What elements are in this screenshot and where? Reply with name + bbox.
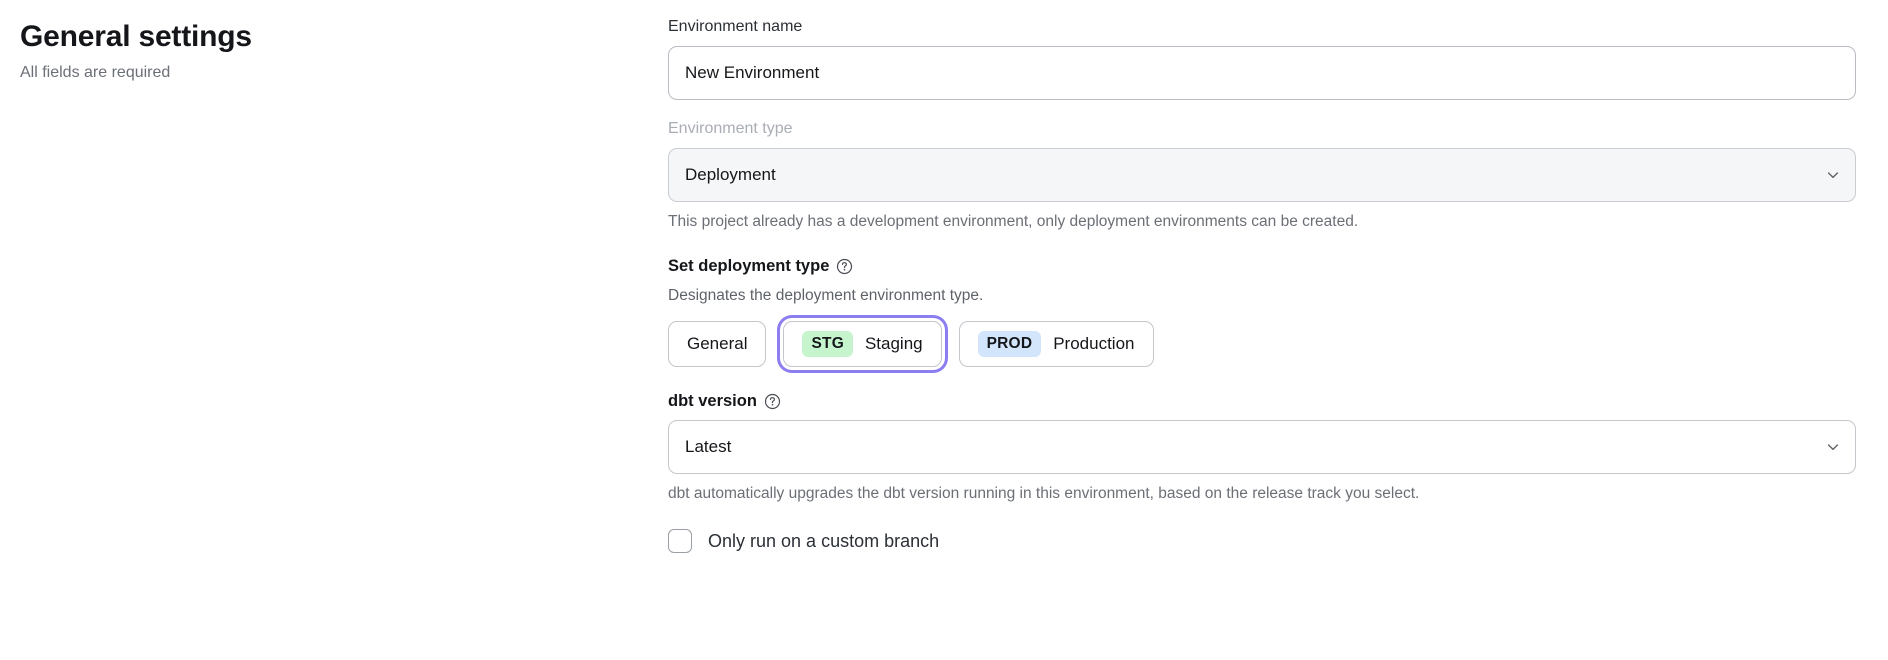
question-circle-icon[interactable] bbox=[836, 258, 853, 275]
question-circle-icon[interactable] bbox=[764, 393, 781, 410]
environment-type-helper: This project already has a development e… bbox=[668, 213, 1359, 230]
environment-type-field: Environment type Deployment This project… bbox=[668, 118, 1856, 233]
deployment-type-label: Set deployment type bbox=[668, 257, 830, 275]
dbt-version-label: dbt version bbox=[668, 392, 757, 410]
deployment-type-option-production-wrapper: PROD Production bbox=[958, 321, 1154, 367]
dbt-version-field: dbt version Latest dbt automatica bbox=[668, 390, 1856, 505]
custom-branch-row: Only run on a custom branch bbox=[668, 529, 1856, 553]
deployment-type-option-general[interactable]: General bbox=[668, 321, 767, 367]
deployment-type-option-production-label: Production bbox=[1053, 334, 1135, 353]
dbt-version-select-wrapper: Latest bbox=[668, 420, 1856, 474]
settings-header: General settings All fields are required bbox=[20, 18, 580, 84]
dbt-version-helper: dbt automatically upgrades the dbt versi… bbox=[668, 485, 1420, 502]
production-badge: PROD bbox=[977, 331, 1042, 357]
custom-branch-checkbox[interactable] bbox=[668, 529, 692, 553]
environment-name-input[interactable]: New Environment bbox=[668, 46, 1856, 100]
environment-name-label: Environment name bbox=[668, 18, 803, 35]
custom-branch-label: Only run on a custom branch bbox=[708, 531, 940, 551]
deployment-type-label-row: Set deployment type bbox=[668, 255, 1856, 277]
environment-name-field: Environment name New Environment bbox=[668, 16, 1856, 100]
dbt-version-label-row: dbt version bbox=[668, 390, 1856, 412]
environment-type-select-wrapper: Deployment bbox=[668, 148, 1856, 202]
dbt-version-select[interactable]: Latest bbox=[668, 420, 1856, 474]
deployment-type-field: Set deployment type Designates the deplo… bbox=[668, 255, 1856, 370]
deployment-type-option-staging[interactable]: STG Staging bbox=[783, 321, 942, 367]
deployment-type-option-staging-label: Staging bbox=[864, 334, 923, 353]
deployment-type-option-production[interactable]: PROD Production bbox=[958, 321, 1154, 367]
deployment-type-option-general-label: General bbox=[687, 334, 748, 353]
deployment-type-button-group: General STG Staging PROD Production bbox=[668, 318, 1856, 370]
page-title: General settings bbox=[20, 20, 252, 53]
deployment-type-option-general-wrapper: General bbox=[668, 321, 767, 367]
environment-type-label: Environment type bbox=[668, 120, 793, 137]
staging-badge: STG bbox=[802, 331, 853, 357]
deployment-type-option-staging-wrapper: STG Staging bbox=[780, 318, 944, 370]
deployment-type-description: Designates the deployment environment ty… bbox=[668, 287, 984, 304]
settings-form: Environment name New Environment Environ… bbox=[668, 16, 1856, 553]
environment-type-select[interactable]: Deployment bbox=[668, 148, 1856, 202]
page-subtitle: All fields are required bbox=[20, 64, 171, 81]
